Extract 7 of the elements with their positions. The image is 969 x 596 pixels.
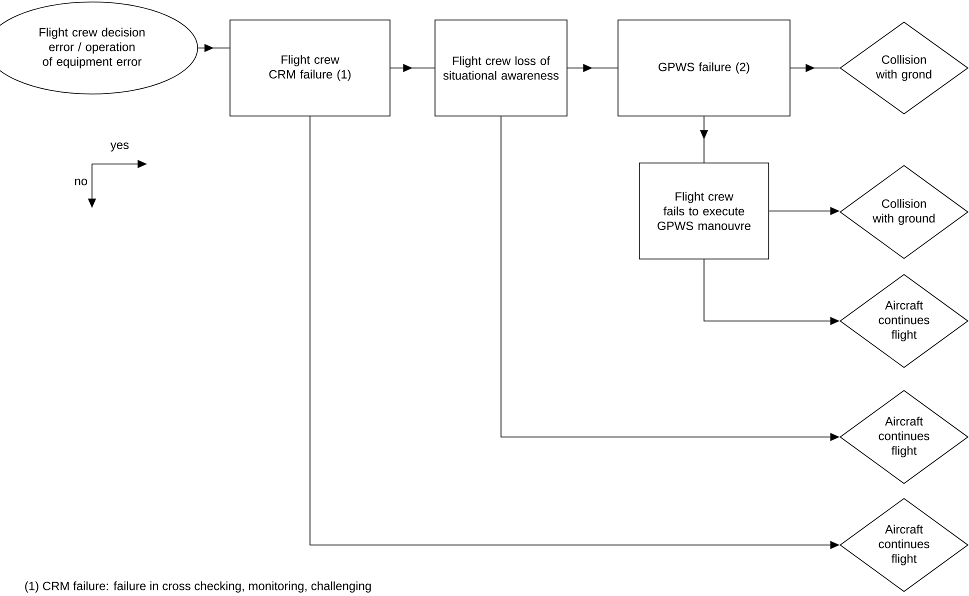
event-box: Flight crew loss of situational awareness [434, 20, 568, 116]
label-text: no [75, 178, 88, 186]
label-text: yes [110, 142, 129, 152]
event-box: GPWS failure (2) [618, 20, 790, 116]
label-text: (1) CRM failure: failure in cross checking, monitoring, challenging [25, 581, 371, 593]
event-box: Flight crew fails to execute GPWS manouvre [638, 162, 770, 260]
event-box: Flight crew CRM failure (1) [230, 20, 390, 116]
